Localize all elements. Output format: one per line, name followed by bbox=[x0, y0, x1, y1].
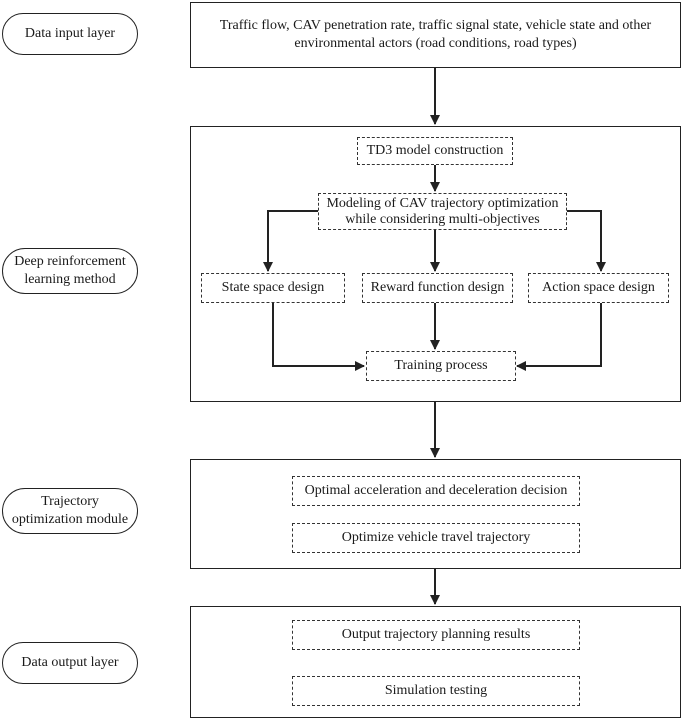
arrow-modeling-to-state bbox=[263, 210, 318, 272]
layer-label-data-input: Data input layer bbox=[2, 13, 138, 55]
simulation-testing-box: Simulation testing bbox=[292, 676, 580, 706]
reward-function-text: Reward function design bbox=[370, 280, 505, 295]
layer-label-drl: Deep reinforcement learning method bbox=[2, 248, 138, 294]
state-space-box: State space design bbox=[201, 273, 345, 303]
modeling-box: Modeling of CAV trajectory optimization … bbox=[318, 193, 567, 230]
td3-model-text: TD3 model construction bbox=[366, 143, 504, 158]
data-input-text: Traffic flow, CAV penetration rate, traf… bbox=[219, 18, 652, 51]
layer-label-text: Deep reinforcement learning method bbox=[14, 254, 126, 287]
arrow-action-to-training bbox=[516, 303, 602, 371]
accel-decision-box: Optimal acceleration and deceleration de… bbox=[292, 476, 580, 506]
layer-label-text: Data input layer bbox=[24, 26, 116, 41]
output-results-text: Output trajectory planning results bbox=[341, 627, 531, 642]
output-results-box: Output trajectory planning results bbox=[292, 620, 580, 650]
training-process-box: Training process bbox=[366, 351, 516, 381]
optimize-trajectory-text: Optimize vehicle travel trajectory bbox=[341, 530, 531, 545]
layer-label-text: Trajectory optimization module bbox=[11, 494, 129, 527]
training-process-text: Training process bbox=[394, 358, 488, 373]
optimize-trajectory-box: Optimize vehicle travel trajectory bbox=[292, 523, 580, 553]
accel-decision-text: Optimal acceleration and deceleration de… bbox=[304, 483, 568, 498]
state-space-text: State space design bbox=[221, 280, 325, 295]
layer-label-data-output: Data output layer bbox=[2, 642, 138, 684]
action-space-box: Action space design bbox=[528, 273, 669, 303]
arrow-modeling-to-action bbox=[567, 210, 606, 272]
data-input-box: Traffic flow, CAV penetration rate, traf… bbox=[190, 2, 681, 68]
arrow-state-to-training bbox=[272, 303, 365, 371]
modeling-text: Modeling of CAV trajectory optimization … bbox=[326, 195, 559, 227]
layer-label-trajectory: Trajectory optimization module bbox=[2, 488, 138, 534]
action-space-text: Action space design bbox=[542, 280, 655, 295]
simulation-testing-text: Simulation testing bbox=[384, 683, 488, 698]
reward-function-box: Reward function design bbox=[362, 273, 513, 303]
layer-label-text: Data output layer bbox=[21, 655, 119, 670]
td3-model-box: TD3 model construction bbox=[357, 137, 513, 165]
